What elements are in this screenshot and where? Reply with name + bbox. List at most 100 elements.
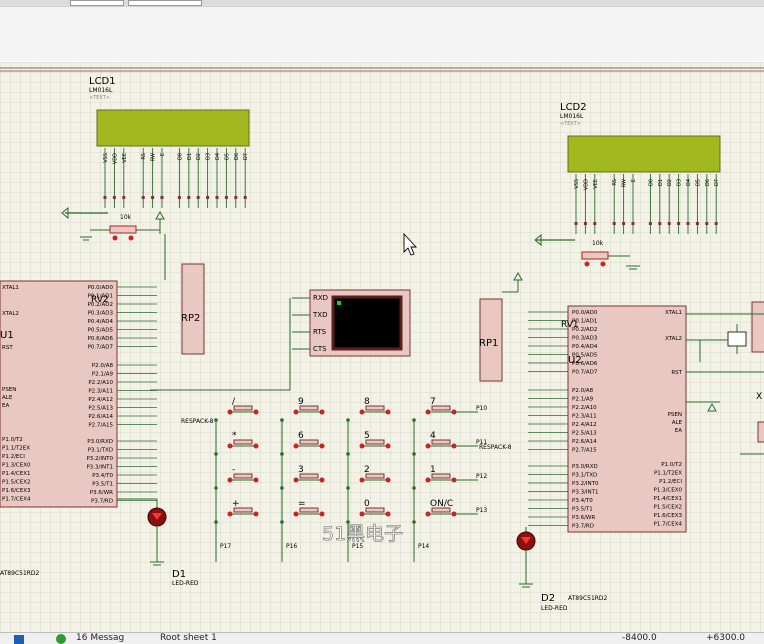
u2-mcu[interactable]: P0.0/AD0P0.1/AD1P0.2/AD2P0.3/AD3P0.4/AD4… <box>528 305 687 533</box>
coord-x: -8400.0 <box>622 633 657 643</box>
svg-text:P3.2/INT0: P3.2/INT0 <box>572 481 599 487</box>
lcd2-ref: LCD2 <box>560 102 587 113</box>
d2-part: LED-RED <box>541 605 568 612</box>
u1-mcu[interactable]: P0.0/AD0P0.1/AD1P0.2/AD2P0.3/AD3P0.4/AD4… <box>0 280 157 508</box>
keypad-key[interactable]: 8 <box>359 397 391 415</box>
toolbar-panel <box>0 6 764 61</box>
svg-text:P2.2/A10: P2.2/A10 <box>572 405 597 411</box>
svg-text:P0.3/AD3: P0.3/AD3 <box>572 336 598 342</box>
crystal[interactable] <box>686 301 764 455</box>
svg-text:PSEN: PSEN <box>668 412 682 418</box>
svg-text:P3.3/INT1: P3.3/INT1 <box>572 490 599 496</box>
svg-text:ALE: ALE <box>672 420 683 426</box>
rp1[interactable] <box>479 271 523 382</box>
keypad-key[interactable]: 6 <box>293 431 325 449</box>
led-d1[interactable] <box>117 498 167 566</box>
svg-text:P3.2/INT0: P3.2/INT0 <box>86 456 113 462</box>
svg-text:XTAL1: XTAL1 <box>2 285 19 291</box>
keypad-key-label: 5 <box>364 431 370 441</box>
rp2[interactable] <box>164 234 205 355</box>
svg-text:P0.3/AD3: P0.3/AD3 <box>88 311 114 317</box>
messages-count[interactable]: 16 Messag <box>76 633 125 643</box>
keypad-key[interactable]: 9 <box>293 397 325 415</box>
keypad-col-net: P14 <box>418 543 429 550</box>
stop-icon[interactable] <box>14 635 24 644</box>
svg-text:P2.4/A12: P2.4/A12 <box>88 397 113 403</box>
keypad-key[interactable]: = <box>293 499 325 517</box>
lcd-pin-label: D3 <box>206 153 212 160</box>
rp2-pack: RESPACK-8 <box>181 418 214 425</box>
lcd-pin-label: D6 <box>234 153 240 160</box>
svg-text:P2.7/A15: P2.7/A15 <box>88 423 113 429</box>
svg-text:P0.5/AD5: P0.5/AD5 <box>88 328 114 334</box>
svg-text:P1.7/CEX4: P1.7/CEX4 <box>2 497 31 503</box>
keypad-row-net: P12 <box>476 473 487 480</box>
lcd-pin-label: D0 <box>648 179 654 186</box>
coord-y: +6300.0 <box>706 633 746 643</box>
svg-text:RST: RST <box>2 345 13 351</box>
svg-text:P3.1/TXD: P3.1/TXD <box>572 473 597 479</box>
svg-text:P2.5/A13: P2.5/A13 <box>88 406 113 412</box>
keypad-key[interactable]: 5 <box>359 431 391 449</box>
lcd-pin-label: VEE <box>122 153 128 163</box>
svg-text:P1.1/T2EX: P1.1/T2EX <box>2 446 30 452</box>
lcd-pin-label: VEE <box>593 179 599 189</box>
svg-text:P0.7/AD7: P0.7/AD7 <box>88 345 114 351</box>
keypad-col-net: P16 <box>286 543 297 550</box>
svg-text:P2.6/A14: P2.6/A14 <box>88 414 113 420</box>
keypad-key[interactable]: 3 <box>293 465 325 483</box>
svg-text:P1.2/ECI: P1.2/ECI <box>659 479 682 485</box>
lcd-pin-label: D7 <box>714 179 720 186</box>
keypad-key[interactable]: * <box>227 431 259 449</box>
keypad-key-label: 6 <box>298 431 304 441</box>
keypad-key[interactable]: 0 <box>359 499 391 517</box>
svg-text:P3.6/WR: P3.6/WR <box>90 490 113 496</box>
keypad-key-label: 4 <box>430 431 436 441</box>
led-d2[interactable] <box>516 527 536 588</box>
keypad-key[interactable]: - <box>227 465 259 483</box>
u1-part: AT89C51RD2 <box>0 570 40 577</box>
svg-text:P1.4/CEX1: P1.4/CEX1 <box>654 496 683 502</box>
keypad-key[interactable]: 2 <box>359 465 391 483</box>
d2-ref: D2 <box>541 593 556 604</box>
lcd2-text: <TEXT> <box>560 121 581 127</box>
svg-text:RTS: RTS <box>313 328 327 336</box>
svg-text:P0.2/AD2: P0.2/AD2 <box>88 302 113 308</box>
toolbar-combo[interactable] <box>70 0 124 6</box>
svg-text:P2.1/A9: P2.1/A9 <box>92 372 114 378</box>
u2-part: AT89C51RD2 <box>568 595 608 602</box>
watermark: 51黑电子 <box>322 523 403 545</box>
lcd-pin-label: RS <box>141 153 147 160</box>
svg-text:RST: RST <box>671 370 682 376</box>
lcd-pin-label: RW <box>151 153 157 161</box>
rp1-pack: RESPACK-8 <box>479 444 512 451</box>
lcd-pin-label: D4 <box>686 179 692 186</box>
svg-text:CTS: CTS <box>313 345 327 353</box>
svg-text:P2.6/A14: P2.6/A14 <box>572 439 597 445</box>
keypad-key[interactable]: / <box>227 397 259 415</box>
rv1-ref: RV1 <box>561 320 579 330</box>
svg-text:P3.4/T0: P3.4/T0 <box>572 498 593 504</box>
keypad-key-label: ON/C <box>430 499 453 509</box>
svg-text:TXD: TXD <box>312 311 327 319</box>
lcd-pin-label: D1 <box>187 153 193 160</box>
keypad-key[interactable]: 4 <box>425 431 457 449</box>
keypad-key-label: = <box>298 499 306 509</box>
rv2[interactable] <box>61 206 165 241</box>
svg-text:P0.6/AD6: P0.6/AD6 <box>88 336 114 342</box>
u2-ref: U2 <box>568 355 582 366</box>
toolbar-combo-2[interactable] <box>128 0 202 6</box>
keypad-key-label: - <box>232 465 235 475</box>
toolbar-area <box>0 0 764 61</box>
keypad-key-label: + <box>232 499 240 509</box>
lcd-pin-label: E <box>160 153 166 156</box>
keypad-key[interactable]: ON/C <box>425 499 457 517</box>
keypad-key[interactable]: + <box>227 499 259 517</box>
rv1[interactable] <box>534 233 640 270</box>
lcd-pin-label: E <box>631 179 637 182</box>
